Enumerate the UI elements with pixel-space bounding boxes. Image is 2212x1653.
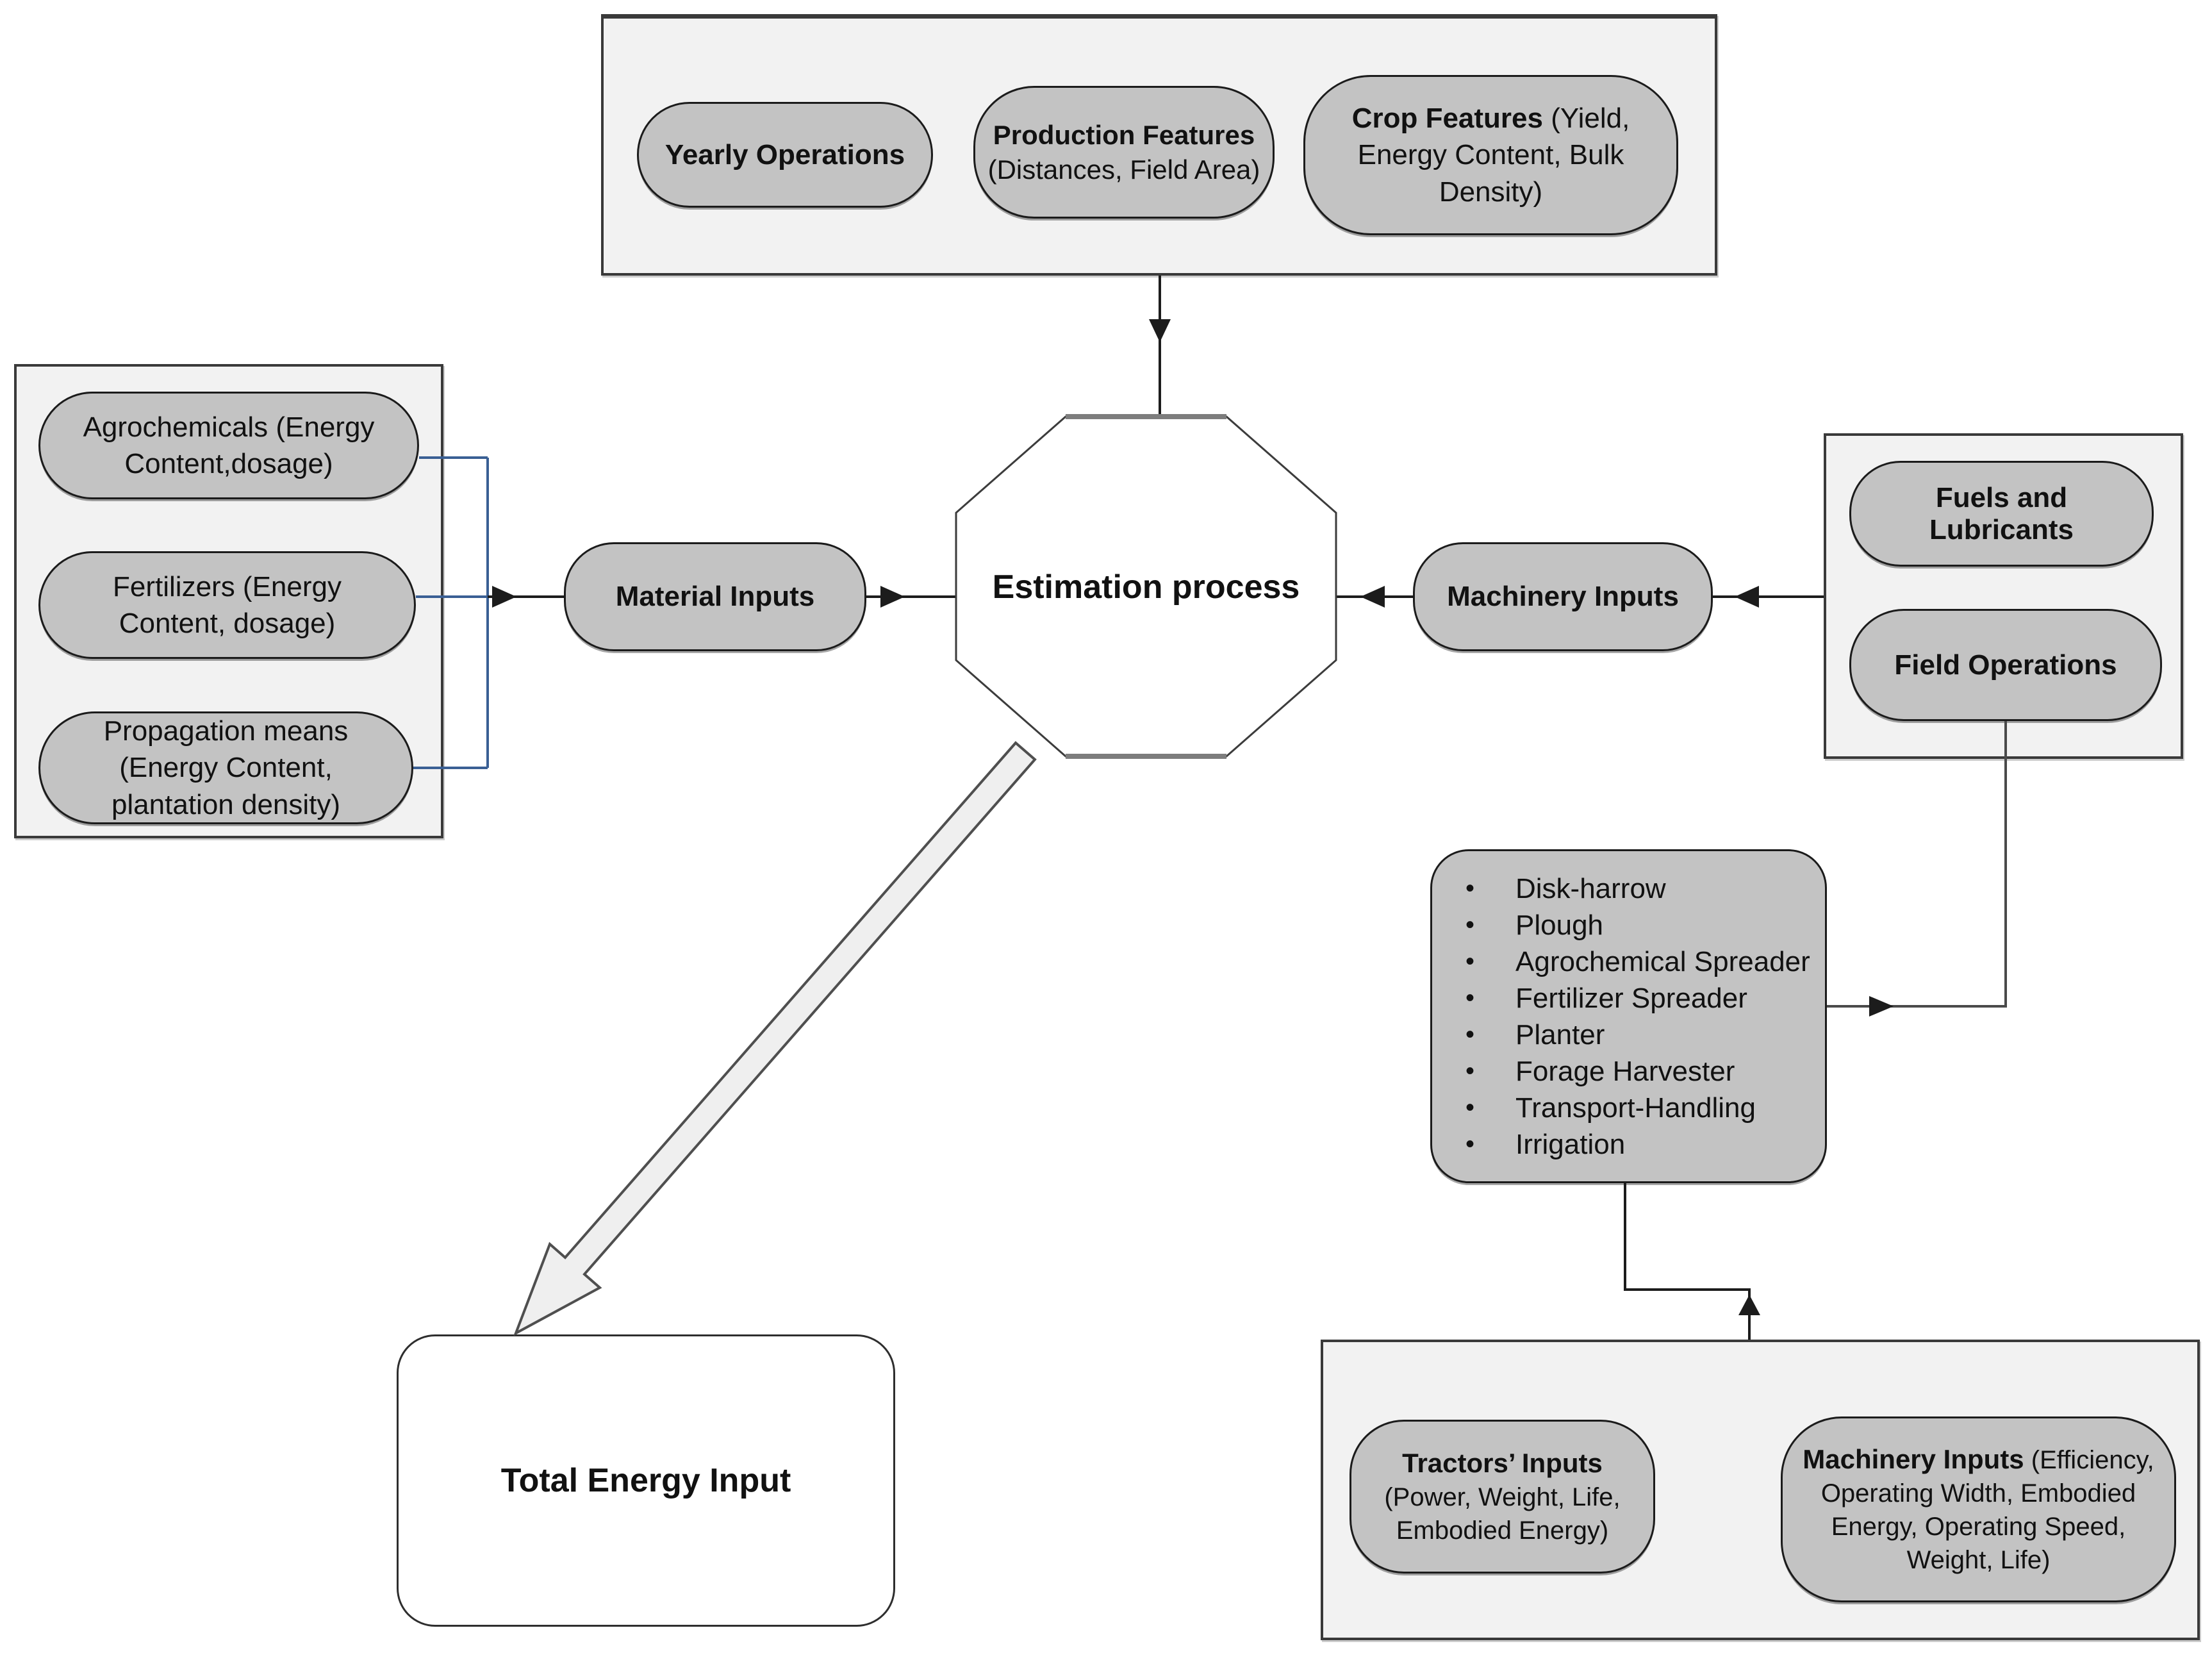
pill-label: Fuels and Lubricants xyxy=(1929,481,2074,545)
pill-fertilizers: Fertilizers (Energy Content, dosage) xyxy=(38,551,416,659)
list-item-label: Irrigation xyxy=(1515,1128,1626,1160)
pill-agrochemicals: Agrochemicals (Energy Content,dosage) xyxy=(38,392,419,499)
list-item-label: Agrochemical Spreader xyxy=(1515,945,1810,977)
list-item-label: Forage Harvester xyxy=(1515,1055,1735,1087)
pill-label: Machinery Inputs (Efficiency, Operating … xyxy=(1803,1443,2154,1575)
pill-crop-features: Crop Features (Yield, Energy Content, Bu… xyxy=(1303,75,1678,235)
arrowhead-icon xyxy=(1360,586,1385,608)
total-energy-label: Total Energy Input xyxy=(500,1462,791,1499)
arrowhead-icon xyxy=(1869,996,1894,1017)
bullet-icon: • xyxy=(1465,1130,1475,1158)
bullet-icon: • xyxy=(1465,1057,1475,1085)
list-item: • Forage Harvester xyxy=(1465,1053,1825,1090)
pill-label: Yearly Operations xyxy=(664,138,905,170)
arrowhead-icon xyxy=(492,586,516,608)
implements-list-node: • Disk-harrow • Plough • Agrochemical Sprea… xyxy=(1430,849,1827,1183)
pill-fuels-lubricants: Fuels and Lubricants xyxy=(1849,461,2154,567)
connector-tractors-to-implements xyxy=(1624,1183,1760,1340)
arrow-material-to-octagon xyxy=(866,586,956,608)
bullet-icon: • xyxy=(1465,947,1475,976)
list-item: • Disk-harrow xyxy=(1465,870,1825,907)
pill-tractors-inputs: Tractors’ Inputs (Power, Weight, Life, E… xyxy=(1349,1420,1655,1574)
list-item: • Fertilizer Spreader xyxy=(1465,980,1825,1017)
pill-production-features: Production Features (Distances, Field Ar… xyxy=(973,86,1275,219)
arrow-machinery-to-octagon xyxy=(1336,586,1413,608)
estimation-process-node: Estimation process xyxy=(956,567,1336,608)
list-item-label: Fertilizer Spreader xyxy=(1515,982,1747,1014)
arrowhead-icon xyxy=(1149,319,1171,342)
pill-label: Fertilizers (Energy Content, dosage) xyxy=(113,570,342,639)
pill-field-operations: Field Operations xyxy=(1849,609,2162,721)
list-item-label: Disk-harrow xyxy=(1515,872,1666,904)
machinery-inputs-panel: Fuels and Lubricants Field Operations xyxy=(1824,433,2183,759)
list-item: • Planter xyxy=(1465,1017,1825,1053)
big-arrow-to-total-energy xyxy=(513,741,1037,1336)
pill-label: Agrochemicals (Energy Content,dosage) xyxy=(83,411,375,479)
total-energy-node: Total Energy Input xyxy=(397,1334,895,1627)
arrow-rightbox-to-machinery xyxy=(1713,586,1824,608)
list-item: • Transport-Handling xyxy=(1465,1090,1825,1126)
list-item-label: Plough xyxy=(1515,909,1604,941)
list-item: • Plough xyxy=(1465,907,1825,943)
pill-machinery-inputs-detail: Machinery Inputs (Efficiency, Operating … xyxy=(1781,1416,2176,1602)
arrowhead-icon xyxy=(1738,1295,1760,1315)
bullet-icon: • xyxy=(1465,1020,1475,1049)
pill-label: Machinery Inputs xyxy=(1447,581,1679,612)
estimation-process-label: Estimation process xyxy=(992,569,1300,606)
pill-label: Tractors’ Inputs (Power, Weight, Life, E… xyxy=(1384,1447,1621,1545)
tractor-machinery-panel: Tractors’ Inputs (Power, Weight, Life, E… xyxy=(1321,1340,2200,1640)
pill-label: Propagation means (Energy Content, plant… xyxy=(103,715,349,820)
material-inputs-panel: Agrochemicals (Energy Content,dosage) Fe… xyxy=(14,364,443,838)
bullet-icon: • xyxy=(1465,1093,1475,1122)
list-item: • Irrigation xyxy=(1465,1126,1825,1163)
list-item-label: Planter xyxy=(1515,1018,1605,1051)
list-item: • Agrochemical Spreader xyxy=(1465,943,1825,980)
bullet-icon: • xyxy=(1465,874,1475,902)
pill-label: Crop Features (Yield, Energy Content, Bu… xyxy=(1351,103,1630,208)
list-item-label: Transport-Handling xyxy=(1515,1092,1756,1124)
pill-material-inputs: Material Inputs xyxy=(564,542,866,651)
pill-label: Field Operations xyxy=(1894,649,2117,681)
crop-production-panel: Yearly Operations Production Features (D… xyxy=(601,14,1717,276)
pill-yearly-operations: Yearly Operations xyxy=(637,102,933,208)
pill-propagation-means: Propagation means (Energy Content, plant… xyxy=(38,711,413,824)
arrow-leftgroup-to-material xyxy=(488,586,564,608)
pill-machinery-inputs: Machinery Inputs xyxy=(1413,542,1713,651)
arrow-topbox-to-octagon xyxy=(1149,276,1171,417)
arrowhead-icon xyxy=(880,586,905,608)
pill-label: Material Inputs xyxy=(615,581,815,612)
arrowhead-icon xyxy=(1735,586,1759,608)
connector-fieldops-to-implements xyxy=(1827,721,2007,1017)
pill-label: Production Features (Distances, Field Ar… xyxy=(987,119,1260,185)
bullet-icon: • xyxy=(1465,911,1475,939)
bullet-icon: • xyxy=(1465,984,1475,1012)
